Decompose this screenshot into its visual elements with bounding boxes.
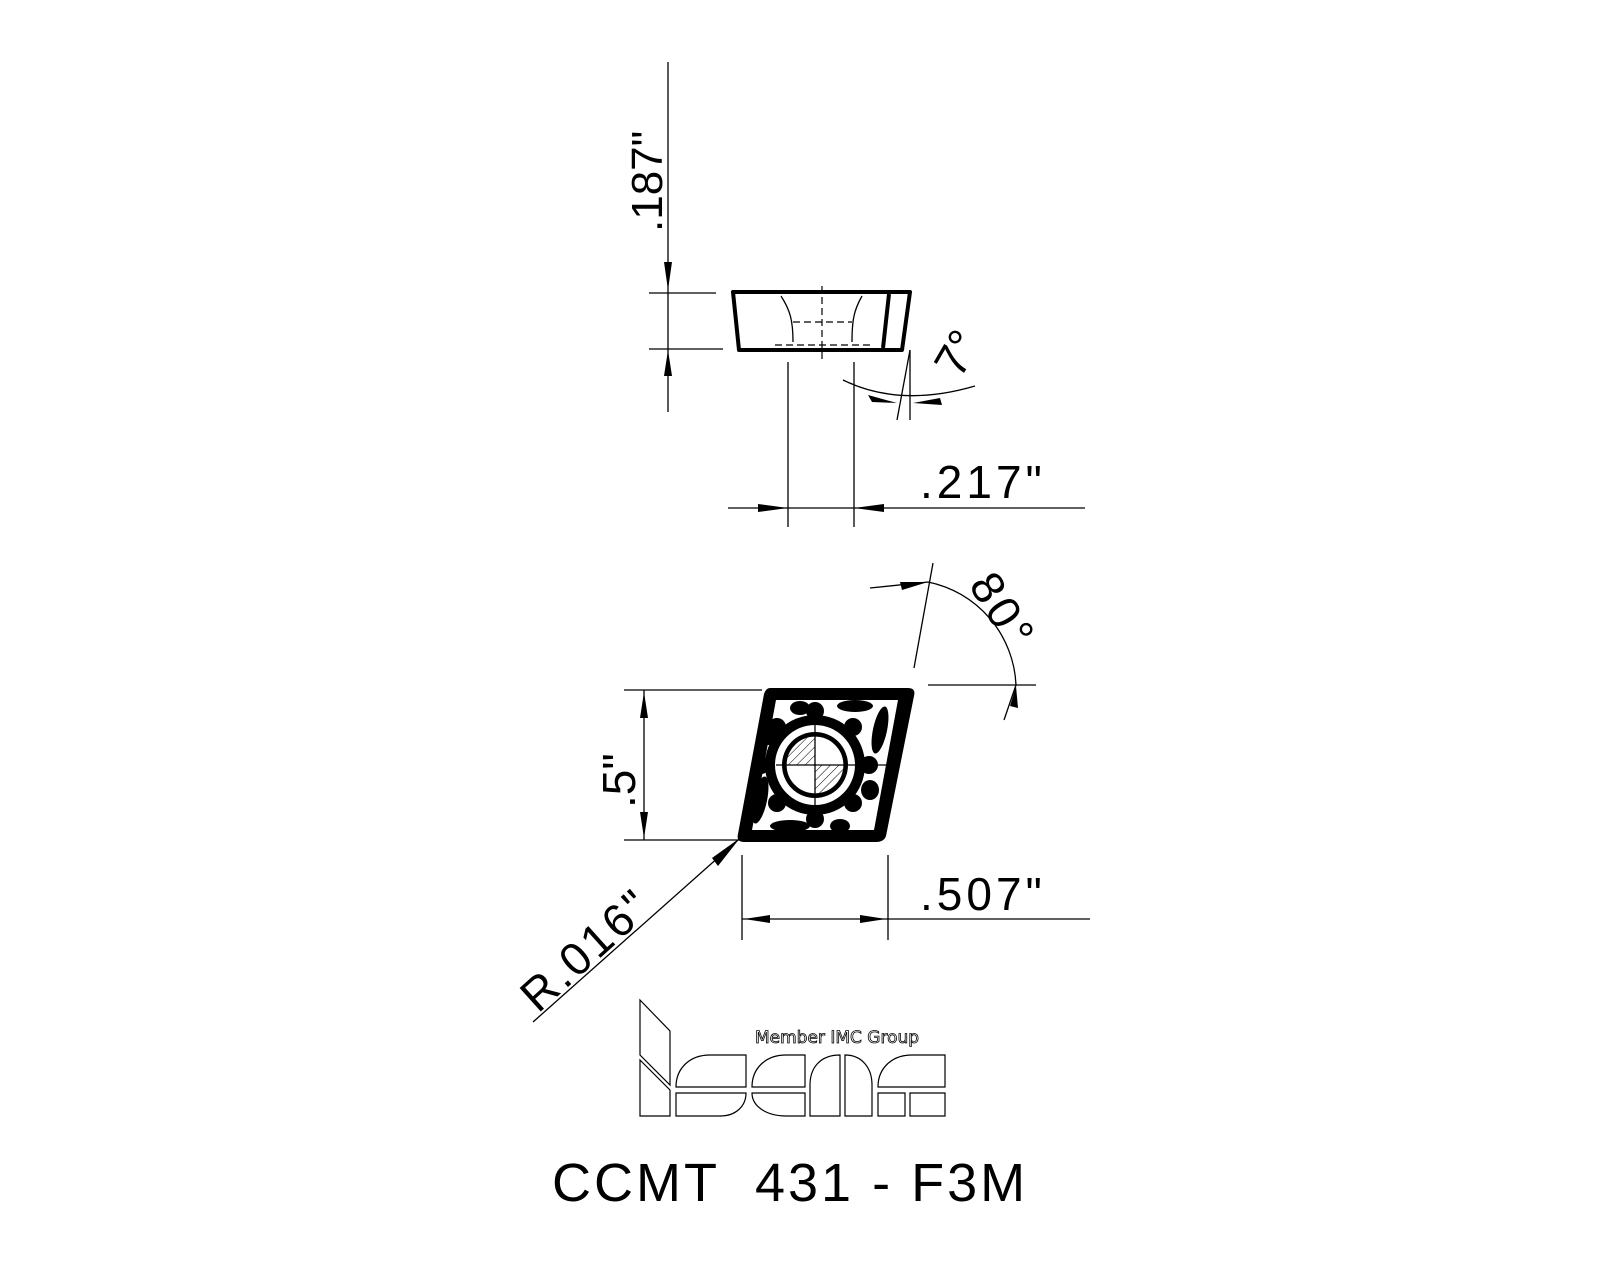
- hole-width-dimension-label: .217": [920, 456, 1046, 508]
- relief-angle-arc: [842, 379, 976, 397]
- width-dimension-label: .507": [920, 868, 1046, 920]
- relief-angle-label: 7°: [924, 321, 991, 385]
- logo-tagline: Member IMC Group: [755, 1028, 919, 1048]
- part-designation: CCMT 431 - F3M: [552, 1153, 1028, 1213]
- arrow-down-icon: [664, 262, 672, 290]
- insert-side-edge: [881, 293, 891, 349]
- arrow-down-icon: [640, 812, 648, 838]
- arrow-right-icon: [860, 915, 886, 923]
- arrow-up-icon: [664, 350, 672, 376]
- arrow-icon: [900, 582, 928, 590]
- arrow-left-icon: [744, 915, 770, 923]
- center-hole: [776, 725, 886, 805]
- arrow-up-icon: [640, 692, 648, 718]
- arrow-icon: [868, 395, 897, 403]
- arrow-left-icon: [854, 504, 884, 512]
- iscar-logo: Member IMC Group: [639, 998, 946, 1117]
- arrow-icon: [913, 398, 942, 405]
- arrow-icon: [1010, 686, 1018, 708]
- insert-side-profile: [731, 290, 912, 352]
- arrow-icon: [712, 838, 740, 866]
- side-view: .187" .217" 7°: [623, 62, 1085, 527]
- corner-radius-leader: [532, 839, 739, 1023]
- top-view: .5": [510, 562, 1090, 1023]
- corner-radius-label: R.016": [510, 878, 662, 1022]
- thickness-dimension-label: .187": [623, 131, 672, 232]
- corner-angle-arc: [869, 581, 1017, 721]
- relief-angle-line: [896, 349, 911, 421]
- angle-extension-line: [913, 562, 934, 669]
- corner-angle-label: 80°: [960, 563, 1047, 660]
- arrow-right-icon: [758, 504, 788, 512]
- height-dimension-label: .5": [593, 753, 645, 808]
